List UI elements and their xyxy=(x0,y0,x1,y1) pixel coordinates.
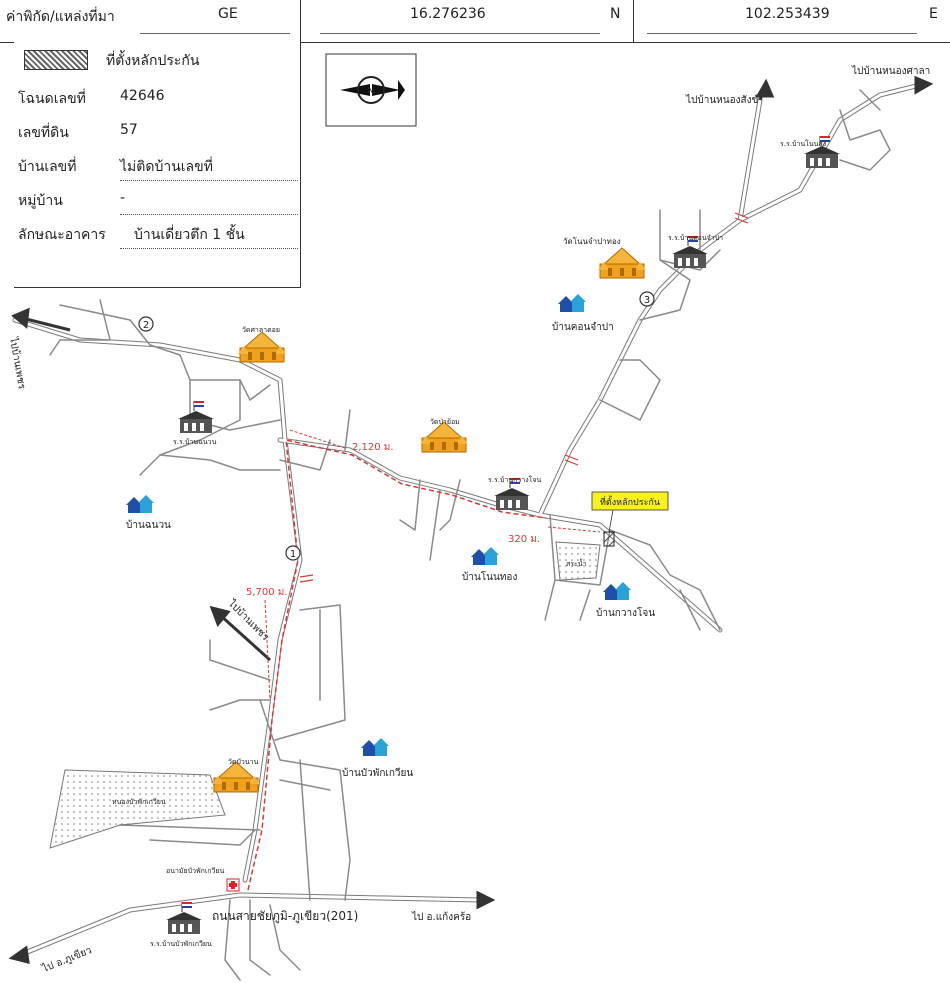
village-label: หมู่บ้าน xyxy=(18,193,63,209)
distance-5700: 5,700 ม. xyxy=(246,587,288,598)
label-ban-khon-champa: บ้านคอนจำปา xyxy=(552,321,614,333)
label-wat-pa: วัดป่าย้อม xyxy=(430,418,460,426)
distance-2120: 2,120 ม. xyxy=(352,442,394,453)
site-tag-box xyxy=(591,491,669,511)
direction-arrows xyxy=(8,75,934,964)
label-to-kaeng-khro: ไป อ.แก้งคร้อ xyxy=(411,911,471,923)
svg-text:2: 2 xyxy=(143,320,149,331)
route-dist-320 xyxy=(547,526,601,533)
house-no-label: บ้านเลขที่ xyxy=(18,159,77,175)
longitude-dir: E xyxy=(929,6,938,22)
svg-text:N: N xyxy=(367,86,374,97)
compass: N xyxy=(325,53,417,127)
route-dist-5700 xyxy=(264,599,271,701)
coord-source: GE xyxy=(218,6,238,22)
label-ban-chanuan: บ้านฉนวน xyxy=(126,519,171,531)
house-no-value: ไม่ติดบ้านเลขที่ xyxy=(120,159,213,175)
bridge-marks xyxy=(299,212,749,583)
route-marker-2: 2 xyxy=(138,316,154,332)
house-icon xyxy=(603,582,631,600)
coordinate-header: ค่าพิกัด/แหล่งที่มา GE 16.276236 N 102.2… xyxy=(0,0,950,43)
house-icon xyxy=(471,547,499,565)
label-to-nong-sang: ไปบ้านหนองสังข์ xyxy=(685,94,758,106)
label-to-phu-khiao: ไป อ.ภูเขียว xyxy=(40,944,94,975)
label-school-bua: ร.ร.บ้านบัวพักเกวียน xyxy=(150,940,212,948)
hatch-swatch-icon xyxy=(24,50,88,70)
parcel-info-panel: ที่ตั้งหลักประกัน โฉนดเลขที่ 42646 เลขที… xyxy=(14,42,301,288)
temple-icon xyxy=(419,421,469,453)
label-ban-bua-phak: บ้านบัวพักเกวียน xyxy=(342,767,413,779)
label-pond: สระน้ำ xyxy=(566,557,587,568)
route-marker-3: 3 xyxy=(639,291,655,307)
deed-no-value: 42646 xyxy=(120,88,165,104)
land-no-value: 57 xyxy=(120,122,138,138)
pond-area xyxy=(555,541,601,581)
building-type-value: บ้านเดี่ยวตึก 1 ชั้น xyxy=(134,227,245,243)
latitude-value: 16.276236 xyxy=(410,6,486,22)
svg-text:3: 3 xyxy=(644,295,650,306)
coord-label: ค่าพิกัด/แหล่งที่มา xyxy=(6,9,115,25)
temple-icon xyxy=(237,331,287,363)
svg-text:1: 1 xyxy=(290,549,296,560)
site-legend-label: ที่ตั้งหลักประกัน xyxy=(106,53,200,69)
longitude-value: 102.253439 xyxy=(745,6,830,22)
label-ban-non-thong: บ้านโนนทอง xyxy=(462,570,517,583)
village-value: - xyxy=(120,190,126,206)
route-marker-1: 1 xyxy=(285,545,301,561)
label-to-ban-phet-top: ไปบ้านเพชร xyxy=(7,335,28,390)
latitude-dir: N xyxy=(610,6,621,22)
label-to-ban-phet-mid: ไปบ้านเพชร xyxy=(225,597,272,644)
label-swamp: หนองบัวพักเกวียน xyxy=(112,798,166,806)
label-health: อนามัยบัวพักเกวียน xyxy=(166,867,225,875)
swamp-area xyxy=(49,769,226,849)
label-wat-bua: วัดบัวนาน xyxy=(228,758,259,766)
compass-rose-icon xyxy=(357,76,385,104)
roads xyxy=(12,82,923,981)
label-ban-kwang-chon: บ้านกวางโจน xyxy=(596,606,655,619)
building-type-label: ลักษณะอาคาร xyxy=(18,227,106,243)
label-school-kwang-chon: ร.ร.บ้านกวางโจน xyxy=(488,475,542,484)
label-wat-non-champa: วัดโนนจำปาทอง xyxy=(563,236,621,246)
label-school-non-sung: ร.ร.บ้านโนนสูง xyxy=(780,139,826,148)
house-icon xyxy=(126,495,154,513)
label-school-khon-champa: ร.ร.บ้านดอนจำปา xyxy=(668,234,723,242)
hospital-icon xyxy=(226,878,240,892)
school-icon xyxy=(177,400,215,434)
distance-320: 320 ม. xyxy=(508,534,540,545)
label-school-chanuan: ร.ร.บ้านฉนวน xyxy=(173,438,217,446)
temple-icon xyxy=(211,761,261,793)
site-parcel xyxy=(603,531,615,547)
house-icon xyxy=(361,738,389,756)
label-wat-sala: วัดศาลาดอย xyxy=(242,326,280,334)
land-no-label: เลขที่ดิน xyxy=(18,125,69,141)
deed-no-label: โฉนดเลขที่ xyxy=(18,91,86,107)
site-tag-label: ที่ตั้งหลักประกัน xyxy=(600,495,660,508)
route-line xyxy=(247,439,547,891)
house-icon xyxy=(558,294,586,312)
label-to-nong-sala: ไปบ้านหนองศาลา xyxy=(851,65,930,77)
label-highway: ถนนสายชัยภูมิ-ภูเขียว(201) xyxy=(212,909,358,924)
temple-icon xyxy=(597,247,647,279)
